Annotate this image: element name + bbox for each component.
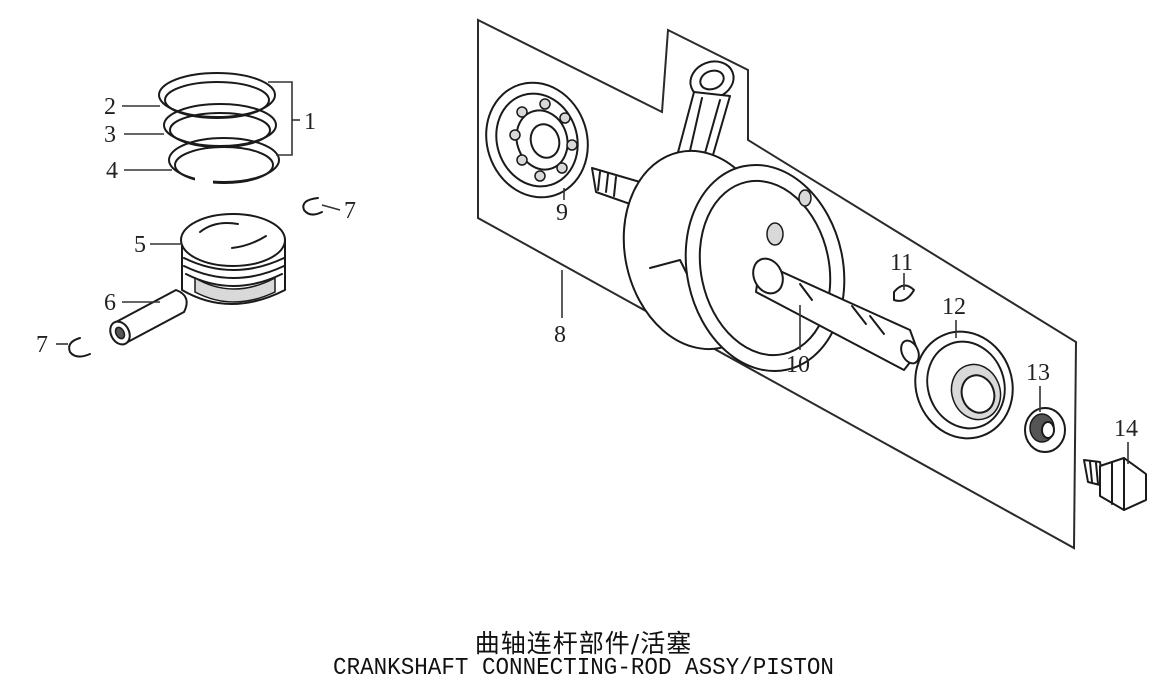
piston-rings bbox=[158, 72, 280, 187]
callout-3: 3 bbox=[104, 122, 116, 148]
callout-2: 2 bbox=[104, 94, 116, 120]
callout-labels: 1 2 3 4 5 6 7 7 8 9 10 11 12 13 14 bbox=[36, 94, 1138, 442]
diagram-title-english: CRANKSHAFT CONNECTING-ROD ASSY/PISTON bbox=[333, 655, 834, 682]
circlip-upper bbox=[302, 197, 323, 216]
callout-10: 10 bbox=[786, 352, 810, 378]
crankshaft-right-shaft bbox=[752, 257, 920, 371]
circlip-lower bbox=[68, 337, 91, 358]
leader-lines bbox=[56, 81, 1129, 464]
flange-bolt bbox=[1083, 457, 1147, 511]
callout-13: 13 bbox=[1026, 360, 1050, 386]
bearing-left bbox=[485, 81, 589, 199]
callout-11: 11 bbox=[890, 250, 913, 276]
callout-5: 5 bbox=[134, 232, 146, 258]
callout-8: 8 bbox=[554, 322, 566, 348]
callout-7-lower: 7 bbox=[36, 332, 48, 358]
callout-7-upper: 7 bbox=[344, 198, 356, 224]
woodruff-key bbox=[893, 284, 915, 302]
crankshaft-left-stub bbox=[591, 167, 641, 207]
piston bbox=[180, 213, 286, 305]
callout-14: 14 bbox=[1114, 416, 1138, 442]
piston-pin bbox=[109, 289, 188, 346]
lock-nut bbox=[1024, 407, 1066, 453]
diagram-title-chinese: 曲轴连杆部件/活塞 bbox=[474, 629, 693, 658]
callout-12: 12 bbox=[942, 294, 966, 320]
connecting-rod bbox=[667, 60, 735, 201]
callout-6: 6 bbox=[104, 290, 116, 316]
callout-1: 1 bbox=[304, 109, 316, 135]
bearing-right bbox=[914, 330, 1014, 440]
callout-9: 9 bbox=[556, 200, 568, 226]
callout-4: 4 bbox=[106, 158, 118, 184]
